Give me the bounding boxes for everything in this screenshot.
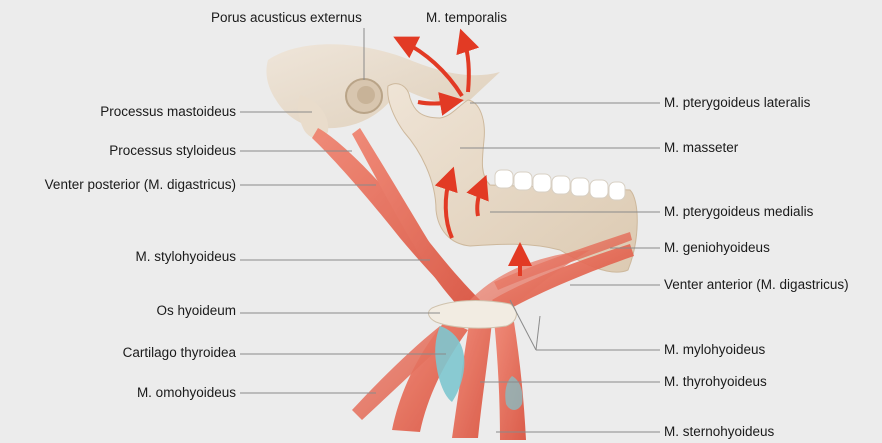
- label-os-hyoid: Os hyoideum: [156, 303, 236, 319]
- label-styloid: Processus styloideus: [109, 143, 236, 159]
- label-venter-anterior: Venter anterior (M. digastricus): [664, 277, 849, 293]
- label-mylohyoid: M. mylohyoideus: [664, 342, 765, 358]
- label-mastoid: Processus mastoideus: [100, 104, 236, 120]
- label-thyrohyoid: M. thyrohyoideus: [664, 374, 767, 390]
- label-pterygoid-lateral: M. pterygoideus lateralis: [664, 95, 810, 111]
- label-venter-posterior: Venter posterior (M. digastricus): [45, 177, 236, 193]
- label-geniohyoid: M. geniohyoideus: [664, 240, 770, 256]
- label-sternohyoid: M. sternohyoideus: [664, 424, 774, 440]
- hyoid-bone: [429, 301, 517, 329]
- label-masseter: M. masseter: [664, 140, 738, 156]
- label-pterygoid-medial: M. pterygoideus medialis: [664, 204, 813, 220]
- label-stylohyoid: M. stylohyoideus: [135, 249, 236, 265]
- label-temporalis: M. temporalis: [426, 10, 507, 26]
- label-omohyoid: M. omohyoideus: [137, 385, 236, 401]
- label-thyroid-cartilage: Cartilago thyroidea: [123, 345, 236, 361]
- label-porus: Porus acusticus externus: [211, 10, 362, 26]
